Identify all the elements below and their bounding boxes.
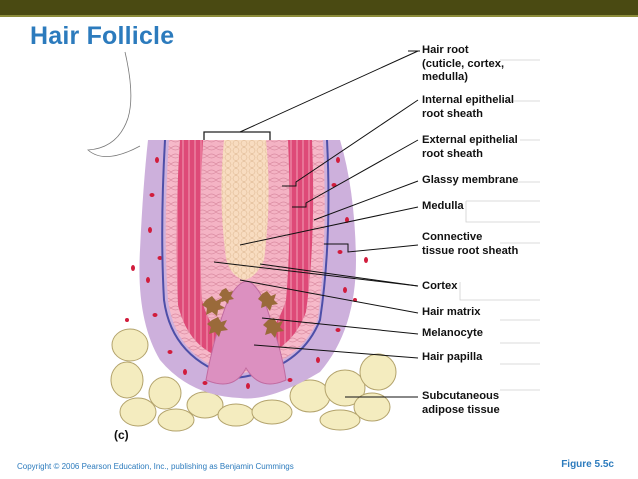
header-rule — [0, 15, 638, 17]
page-title: Hair Follicle — [30, 22, 175, 50]
label-melanocyte: Melanocyte — [422, 327, 483, 339]
connective-tissue-nuclei — [125, 157, 368, 389]
panel-tag: (c) — [114, 428, 129, 442]
header-bar — [0, 0, 638, 15]
hair-root-bracket — [203, 131, 271, 140]
label-guides — [459, 59, 540, 391]
label-subcutaneous: Subcutaneous adipose tissue — [422, 390, 500, 416]
label-hair-papilla: Hair papilla — [422, 351, 483, 363]
melanocytes — [202, 288, 284, 338]
figure-number: Figure 5.5c — [561, 459, 614, 470]
label-hair-root: Hair root (cuticle, cortex, medulla) — [422, 44, 505, 83]
label-internal-sheath: Internal epithelial root sheath — [422, 94, 515, 120]
copyright-text: Copyright © 2006 Pearson Education, Inc.… — [17, 462, 294, 471]
leader-lines — [213, 50, 420, 398]
hair-papilla-shape — [205, 280, 287, 385]
adipose-cells — [110, 328, 397, 432]
label-glassy-membrane: Glassy membrane — [422, 174, 519, 186]
label-hair-matrix: Hair matrix — [422, 306, 481, 318]
label-medulla: Medulla — [422, 200, 464, 212]
label-cortex: Cortex — [422, 280, 458, 292]
label-connective-sheath: Connective tissue root sheath — [422, 231, 519, 257]
label-external-sheath: External epithelial root sheath — [422, 134, 518, 160]
skin-surface-line — [87, 51, 141, 157]
